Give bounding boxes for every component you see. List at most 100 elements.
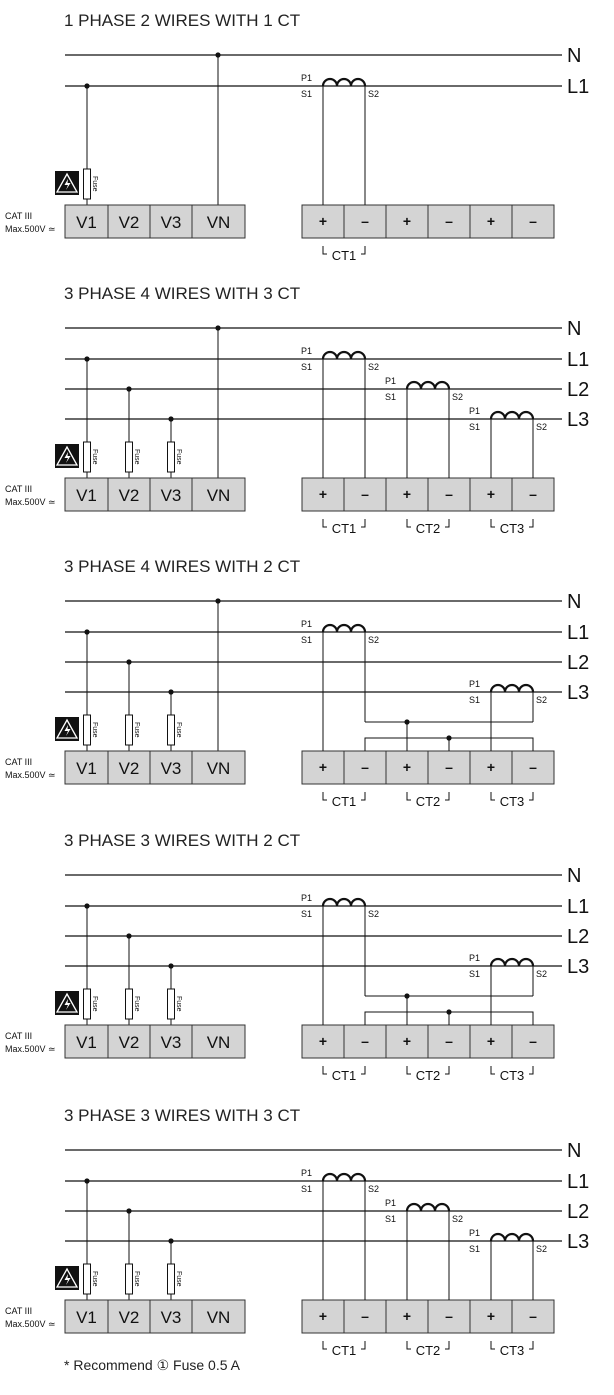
ct-bracket xyxy=(322,1341,366,1350)
voltage-terminal-v3 xyxy=(149,204,193,239)
voltage-terminal-vn xyxy=(191,750,246,785)
current-terminal xyxy=(511,204,555,239)
conductor-label: L2 xyxy=(567,379,589,401)
lightning-bolt xyxy=(64,452,71,463)
junction-dot xyxy=(404,719,410,725)
fuse-icon xyxy=(125,714,133,746)
junction-dot xyxy=(84,83,90,89)
ct-bracket xyxy=(322,792,366,801)
lightning-bolt xyxy=(64,725,71,736)
current-terminal-label: – xyxy=(445,1033,453,1049)
ct-p1-label: P1 xyxy=(469,1228,480,1238)
ct-s2-label: S2 xyxy=(452,392,463,402)
ct-p1-label: P1 xyxy=(301,619,312,629)
cat-rating-label: CAT III xyxy=(5,211,32,221)
warning-triangle xyxy=(55,445,79,466)
ct-coil-icon xyxy=(321,897,367,907)
ct-s2-label: S2 xyxy=(536,1244,547,1254)
current-terminal xyxy=(511,1299,555,1334)
junction-dot xyxy=(404,993,410,999)
ct-bracket xyxy=(322,246,366,255)
ct-coil-icon xyxy=(489,1232,535,1242)
fuse-icon xyxy=(125,1263,133,1295)
ct-p1-label: P1 xyxy=(469,953,480,963)
cat-rating-label: CAT III xyxy=(5,1031,32,1041)
current-terminal xyxy=(343,1299,387,1334)
fuse-icon xyxy=(167,1263,175,1295)
ct-s2-label: S2 xyxy=(368,635,379,645)
current-terminal-label: + xyxy=(319,1033,327,1049)
voltage-terminal-label: V3 xyxy=(161,213,182,232)
ct-s2-label: S2 xyxy=(452,1214,463,1224)
voltage-terminal-v3 xyxy=(149,477,193,512)
ct-bracket xyxy=(406,1341,450,1350)
voltage-terminal-label: V1 xyxy=(76,1308,97,1327)
conductor-label: L1 xyxy=(567,349,589,371)
current-terminal-label: + xyxy=(403,1033,411,1049)
ct-coil-icon xyxy=(489,683,535,693)
ct-p1-label: P1 xyxy=(301,893,312,903)
current-terminal-label: + xyxy=(487,759,495,775)
voltage-terminal-label: VN xyxy=(207,213,231,232)
current-terminal-label: + xyxy=(403,486,411,502)
current-terminal xyxy=(301,204,345,239)
ct-group-label: CT3 xyxy=(500,521,525,536)
ct-s1-label: S1 xyxy=(301,909,312,919)
ct-s1-label: S1 xyxy=(385,1214,396,1224)
ct-s1-label: S1 xyxy=(385,392,396,402)
junction-dot xyxy=(446,1009,452,1015)
voltage-terminal-label: V2 xyxy=(119,1033,140,1052)
current-terminal-label: + xyxy=(403,1308,411,1324)
conductor-label: L3 xyxy=(567,1231,589,1253)
voltage-terminal-label: VN xyxy=(207,759,231,778)
current-terminal-label: + xyxy=(319,213,327,229)
current-terminal-label: – xyxy=(529,213,537,229)
current-terminal xyxy=(469,1024,513,1059)
ct-p1-label: P1 xyxy=(301,73,312,83)
current-terminal xyxy=(469,204,513,239)
conductor-label: L3 xyxy=(567,409,589,431)
high-voltage-warning-icon xyxy=(55,444,79,468)
fuse-icon xyxy=(83,988,91,1020)
ct-coil-icon xyxy=(489,410,535,420)
current-terminal-label: – xyxy=(529,1033,537,1049)
high-voltage-warning-icon xyxy=(55,171,79,195)
current-terminal xyxy=(469,477,513,512)
fuse-icon xyxy=(125,988,133,1020)
ct-p1-label: P1 xyxy=(469,679,480,689)
ct-group-label: CT2 xyxy=(416,521,441,536)
voltage-terminal-label: V2 xyxy=(119,759,140,778)
current-terminal-label: + xyxy=(487,1308,495,1324)
high-voltage-warning-icon xyxy=(55,717,79,741)
ct-s2-label: S2 xyxy=(368,362,379,372)
fuse-label: Fuse xyxy=(91,449,98,465)
junction-dot xyxy=(84,1178,90,1184)
fuse-icon xyxy=(83,441,91,473)
fuse-icon xyxy=(167,441,175,473)
high-voltage-warning-icon xyxy=(55,991,79,1015)
diagram-title: 3 PHASE 4 WIRES WITH 3 CT xyxy=(64,284,300,303)
conductor-label: N xyxy=(567,591,581,613)
junction-dot xyxy=(168,416,174,422)
voltage-terminal-label: V1 xyxy=(76,486,97,505)
current-terminal-label: – xyxy=(529,486,537,502)
max-voltage-label: Max.500V ≃ xyxy=(5,1044,56,1054)
ct-s2-label: S2 xyxy=(368,1184,379,1194)
ct-s1-label: S1 xyxy=(469,422,480,432)
warning-triangle xyxy=(55,172,79,193)
current-terminal xyxy=(343,1024,387,1059)
ct-bracket xyxy=(406,1066,450,1075)
ct-s1-label: S1 xyxy=(301,362,312,372)
ct-group-label: CT2 xyxy=(416,794,441,809)
ct-p1-label: P1 xyxy=(385,376,396,386)
lightning-bolt xyxy=(64,999,71,1010)
diagram-title: 3 PHASE 4 WIRES WITH 2 CT xyxy=(64,557,300,576)
ct-bracket xyxy=(490,1066,534,1075)
ct-s2-label: S2 xyxy=(368,909,379,919)
voltage-terminal-vn xyxy=(191,204,246,239)
fuse-label: Fuse xyxy=(133,1271,140,1287)
voltage-terminal-vn xyxy=(191,1024,246,1059)
ct-s1-label: S1 xyxy=(301,1184,312,1194)
current-terminal xyxy=(427,750,471,785)
current-terminal xyxy=(343,750,387,785)
